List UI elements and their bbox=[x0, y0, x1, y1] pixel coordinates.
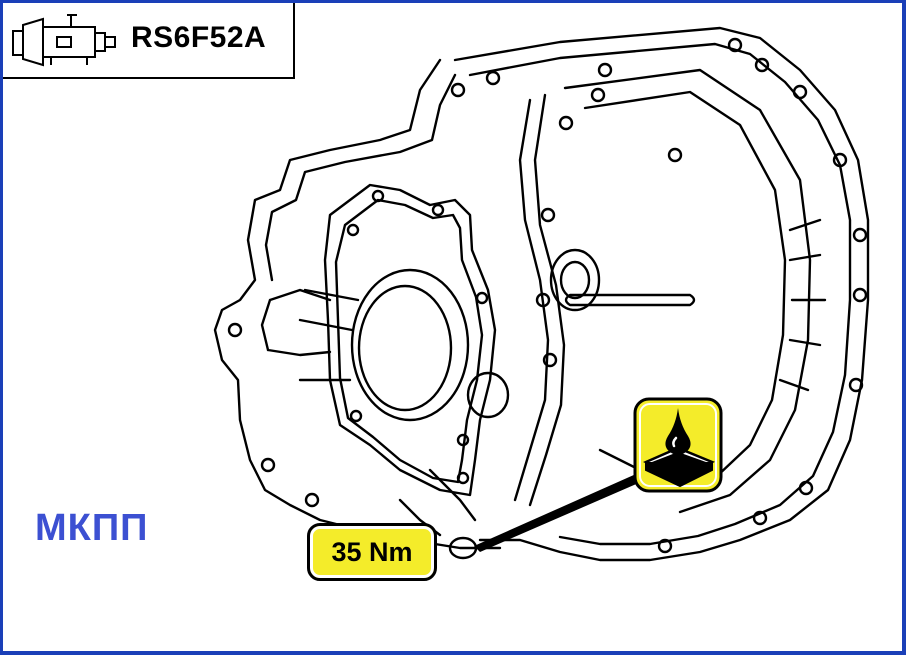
transmission-type-caption: МКПП bbox=[35, 507, 149, 549]
manual-transmission-icon bbox=[12, 14, 116, 67]
torque-badge: 35 Nm bbox=[307, 523, 437, 581]
model-header: RS6F52A bbox=[3, 3, 295, 79]
model-code: RS6F52A bbox=[131, 21, 267, 54]
torque-value: 35 Nm bbox=[331, 536, 413, 567]
oil-drop-sealant-icon bbox=[633, 397, 723, 493]
